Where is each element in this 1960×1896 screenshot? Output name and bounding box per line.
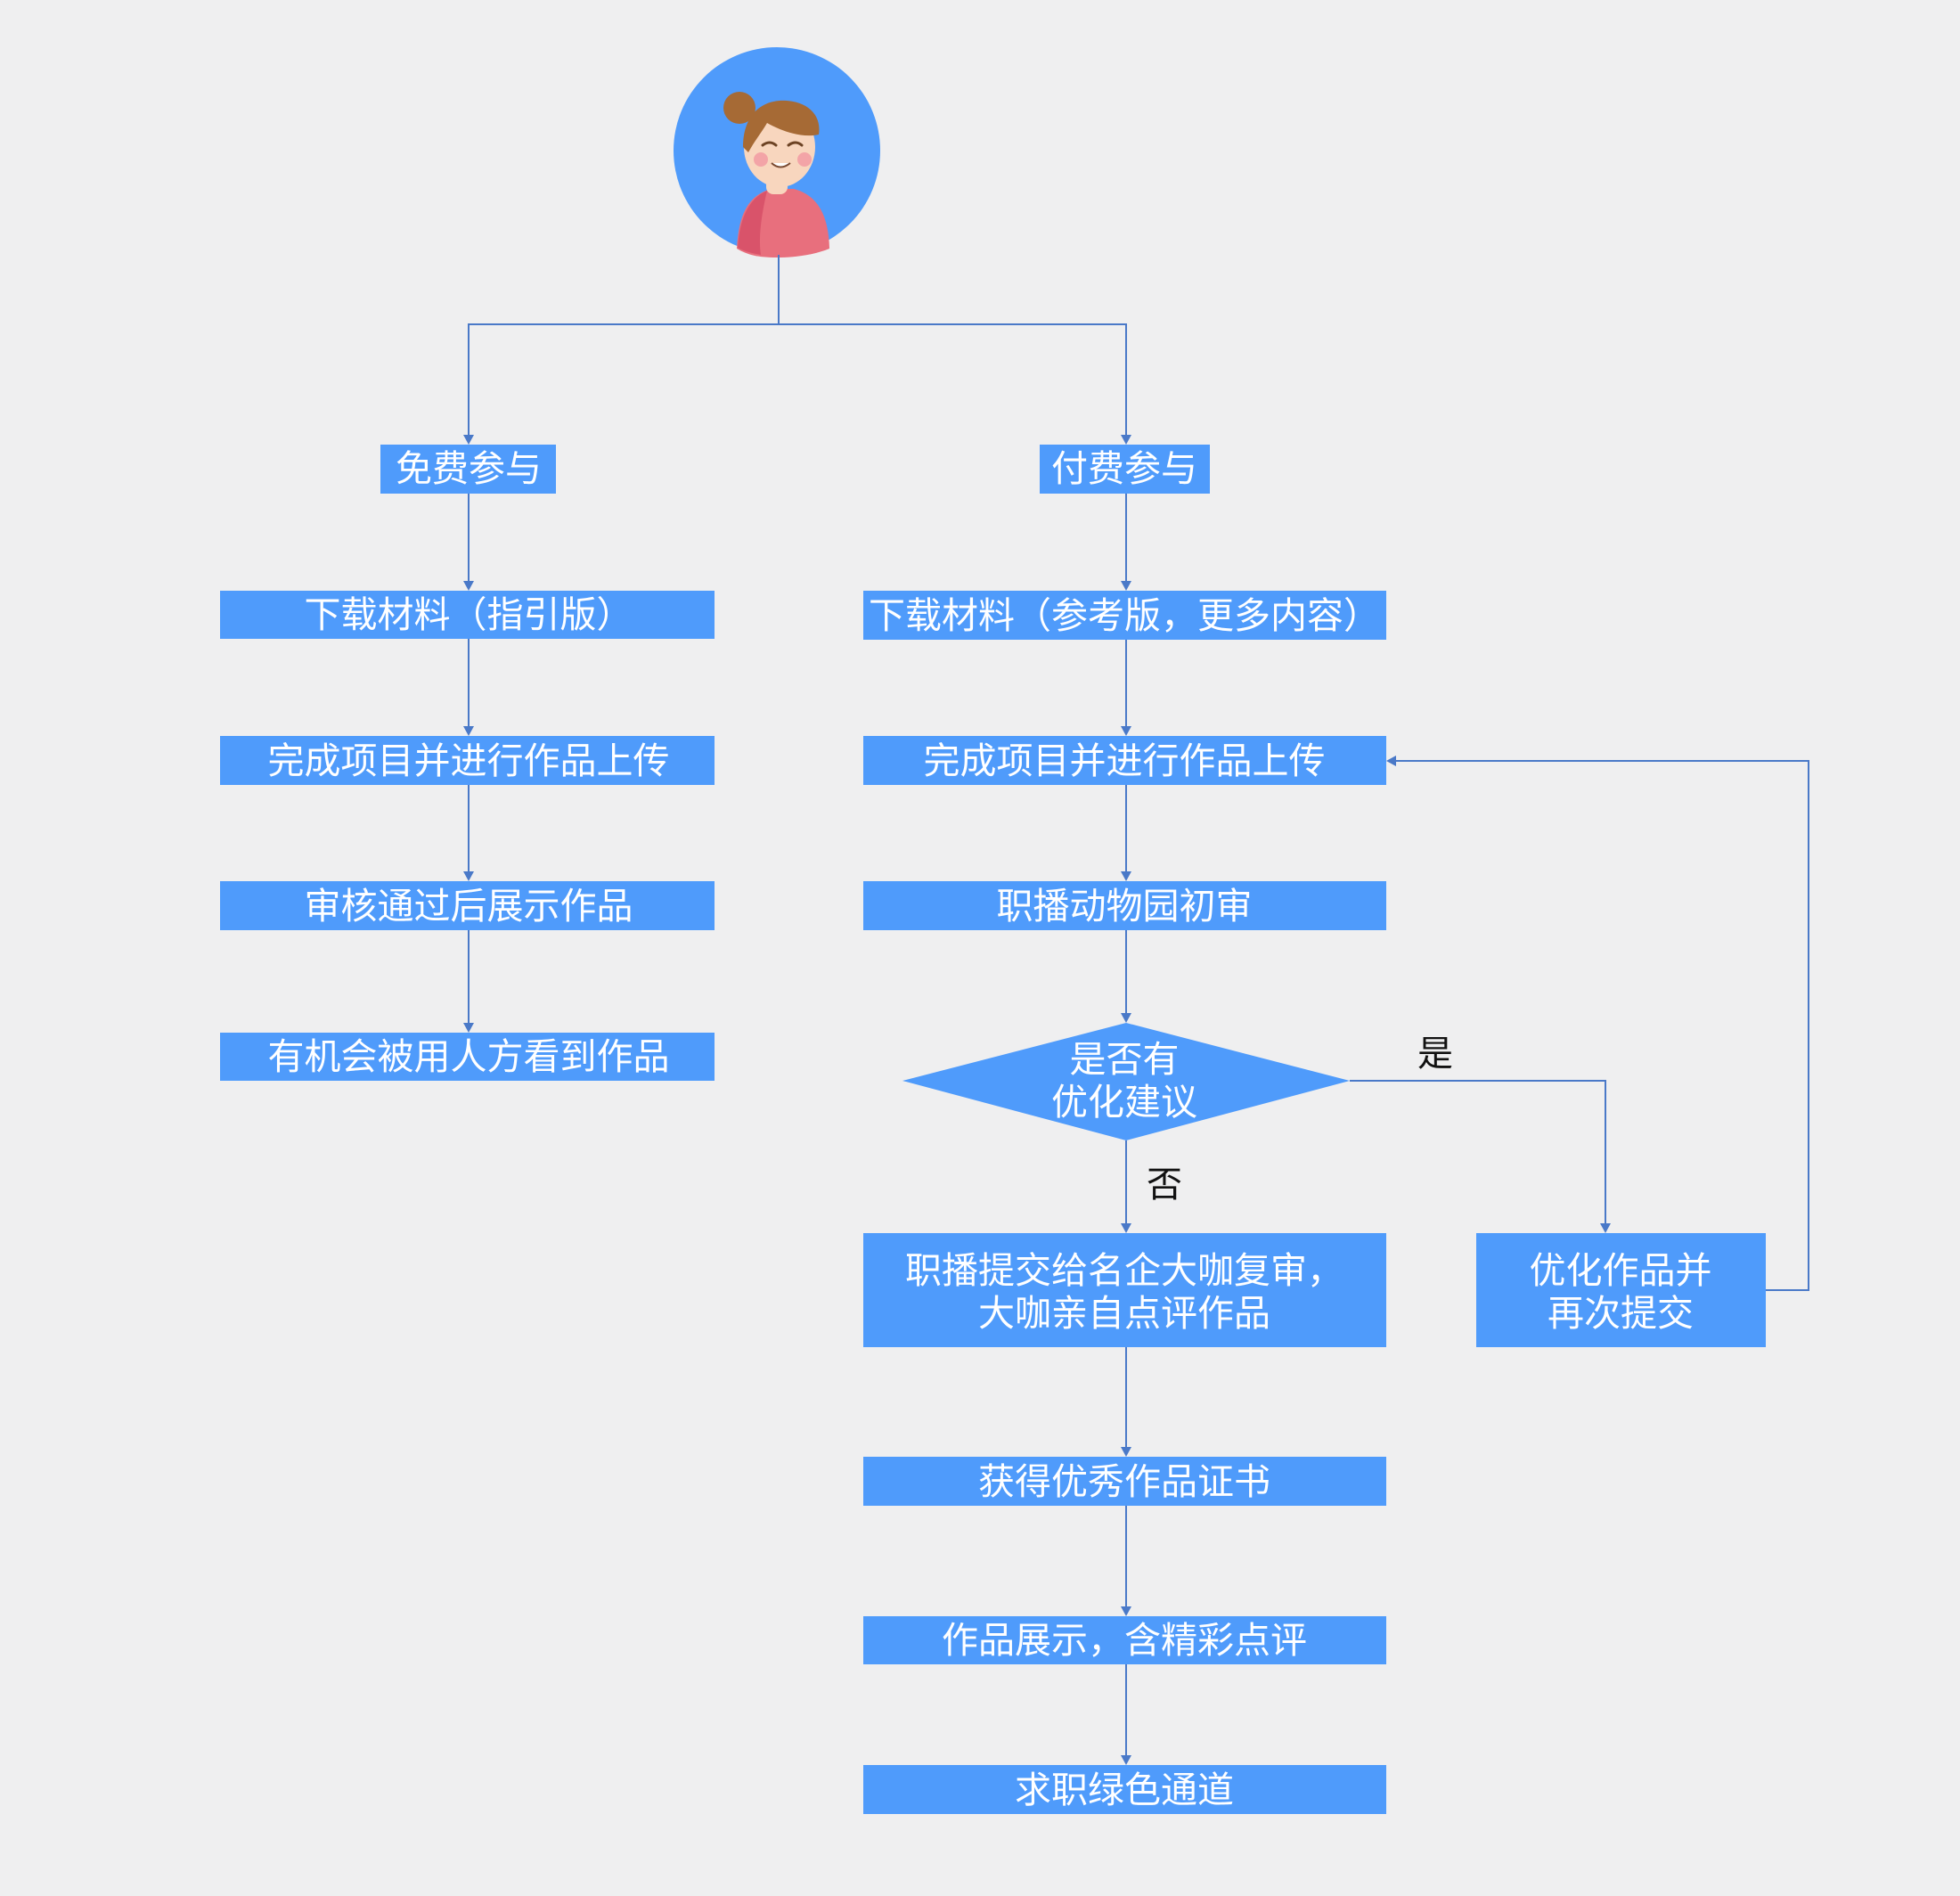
arrowhead [463,871,474,881]
node-left-download-label: 下载材料（指引版） [305,593,633,636]
arrowhead [1386,756,1396,766]
woman-avatar-icon [674,47,880,257]
node-expert-review-line-1: 职播提交给名企大咖复审， [905,1249,1343,1292]
arrowhead [1121,1447,1131,1457]
node-green-channel [863,1765,1386,1814]
decision-yes-label: 是 [1417,1034,1453,1075]
node-certificate-label: 获得优秀作品证书 [978,1460,1270,1503]
node-paid-label: 付费参与 [1051,447,1197,490]
node-expert-review-line-2: 大咖亲自点评作品 [978,1292,1270,1335]
arrowhead [1121,1223,1131,1233]
connector-optimize-back-to-upload [1396,760,1809,1291]
node-left-review [220,881,715,930]
node-optimize-line-1: 优化作品并 [1530,1249,1712,1292]
node-paid [1040,445,1210,494]
decision-diamond [902,1023,1350,1140]
node-free-label: 免费参与 [396,447,542,490]
arrowhead [1121,435,1131,445]
node-left-employer [220,1033,715,1081]
node-right-download-label: 下载材料（参考版，更多内容） [869,594,1380,637]
arrowhead [1121,1606,1131,1616]
node-left-review-label: 审核通过后展示作品 [305,885,633,928]
decision-no-label: 否 [1147,1165,1182,1205]
arrowhead [463,581,474,591]
node-certificate [863,1457,1386,1506]
node-expert-review [863,1233,1386,1347]
node-green-channel-label: 求职绿色通道 [1015,1769,1234,1811]
arrowhead [1600,1223,1611,1233]
node-left-download [220,591,715,639]
arrowhead [1121,726,1131,736]
node-right-upload-label: 完成项目并进行作品上传 [924,740,1326,782]
node-free [380,445,556,494]
connectors [463,255,1809,1765]
arrowhead [463,726,474,736]
arrowhead [463,1023,474,1033]
node-right-upload [863,736,1386,785]
right-branch: 付费参与 下载材料（参考版，更多内容） 完成项目并进行作品上传 职播动物园初审 … [863,445,1766,1814]
decision-label-line-1: 是否有 [1070,1038,1180,1081]
node-right-initial-review [863,881,1386,930]
decision-label-line-2: 优化建议 [1051,1081,1197,1124]
node-left-upload [220,736,715,785]
arrowhead [1121,871,1131,881]
avatar [674,47,880,257]
connector-avatar-to-paid [779,323,1127,435]
node-optimize [1476,1233,1766,1347]
left-branch: 免费参与 下载材料（指引版） 完成项目并进行作品上传 审核通过后展示作品 有机会… [220,445,715,1081]
node-left-employer-label: 有机会被用人方看到作品 [268,1035,670,1078]
connector-decision-yes [1350,1080,1606,1223]
node-showcase-label: 作品展示，含精彩点评 [942,1619,1307,1662]
node-right-download [863,591,1386,640]
arrowhead [1121,581,1131,591]
node-optimize-line-2: 再次提交 [1548,1292,1694,1335]
connector-avatar-to-free [468,255,780,435]
arrowhead [463,435,474,445]
arrowhead [1121,1755,1131,1765]
arrowhead [1121,1013,1131,1023]
node-right-initial-review-label: 职播动物园初审 [997,885,1253,928]
node-showcase [863,1616,1386,1664]
node-left-upload-label: 完成项目并进行作品上传 [268,740,670,782]
